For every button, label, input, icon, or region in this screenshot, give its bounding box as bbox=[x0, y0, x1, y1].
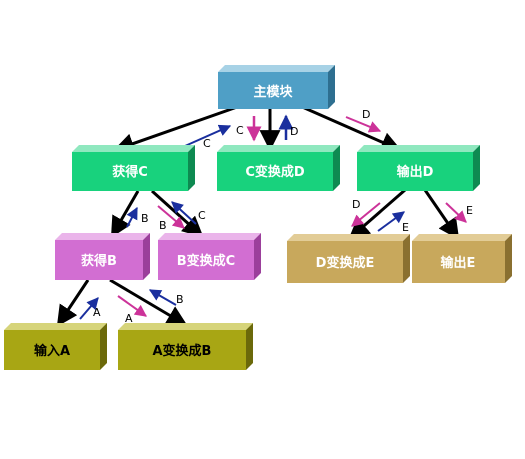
arrow-output-d-to-output-e bbox=[423, 189, 460, 240]
flow-label-getb-atob-up: B bbox=[176, 293, 184, 306]
flow-arrow-b-up-from-a-to-b bbox=[148, 289, 177, 306]
node-b-to-c-label: B变换成C bbox=[177, 253, 235, 269]
flow-labels: C C D D B B C D E E A A B bbox=[93, 108, 473, 325]
node-output-e: 输出E bbox=[412, 234, 512, 283]
flow-label-main-ctod-up: D bbox=[290, 125, 298, 138]
node-b-to-c: B变换成C bbox=[158, 233, 261, 280]
node-input-a-label: 输入A bbox=[34, 343, 70, 359]
flow-label-main-ctod-down: C bbox=[236, 124, 244, 137]
node-d-to-e: D变换成E bbox=[287, 234, 410, 283]
node-output-e-label: 输出E bbox=[441, 255, 476, 271]
node-get-c-label: 获得C bbox=[112, 164, 148, 180]
node-c-to-d: C变换成D bbox=[217, 145, 340, 191]
arrow-output-d-to-d-to-e bbox=[348, 188, 406, 240]
flow-arrow-e-down-to-output-e bbox=[445, 202, 467, 223]
flow-label-getb-inputa: A bbox=[93, 306, 101, 319]
arrow-get-b-to-a-to-b bbox=[109, 278, 188, 327]
node-d-to-e-label: D变换成E bbox=[316, 255, 375, 271]
flow-arrow-c-up-to-get-c bbox=[171, 201, 197, 225]
data-flow-arrows bbox=[79, 114, 467, 320]
flow-label-main-getc: C bbox=[203, 137, 211, 150]
node-get-b: 获得B bbox=[55, 233, 150, 280]
arrow-main-to-get-c bbox=[113, 104, 241, 154]
arrow-get-b-to-input-a bbox=[56, 279, 90, 327]
arrow-main-to-output-d bbox=[299, 104, 402, 152]
flow-label-getc-getb: B bbox=[141, 212, 149, 225]
flow-arrow-d-down-to-d-to-e bbox=[351, 202, 381, 227]
flow-label-outd-oute: E bbox=[466, 204, 473, 217]
flow-arrow-b-down-to-b-to-c bbox=[157, 205, 185, 229]
flow-label-getc-btoc-down: B bbox=[159, 219, 167, 232]
flow-arrow-e-up-to-output-d bbox=[377, 211, 405, 232]
flow-arrow-c-up-to-main bbox=[184, 124, 232, 147]
flow-arrow-a-down-to-a-to-b bbox=[117, 295, 147, 317]
flow-arrow-b-up-to-get-c bbox=[126, 206, 138, 228]
node-main-label: 主模块 bbox=[253, 84, 293, 100]
arrow-get-c-to-get-b bbox=[110, 190, 140, 238]
flow-label-getb-atob-down: A bbox=[125, 312, 133, 325]
node-output-d-label: 输出D bbox=[397, 164, 434, 180]
node-input-a: 输入A bbox=[4, 323, 107, 370]
flow-label-getc-btoc-up: C bbox=[198, 209, 206, 222]
flow-arrow-d-down-to-output-d bbox=[345, 116, 382, 133]
node-a-to-b: A变换成B bbox=[118, 323, 253, 370]
node-get-c: 获得C bbox=[72, 145, 195, 191]
node-a-to-b-label: A变换成B bbox=[153, 343, 212, 359]
flow-arrow-a-up-to-get-b bbox=[79, 297, 99, 320]
node-get-b-label: 获得B bbox=[81, 253, 117, 269]
node-c-to-d-label: C变换成D bbox=[245, 164, 305, 180]
flow-label-outd-dtoe: D bbox=[352, 198, 360, 211]
node-main-module: 主模块 bbox=[218, 65, 335, 109]
module-boxes: 主模块 获得C C变换成D 输出D 获得B bbox=[4, 65, 512, 370]
flow-label-outd-dtoe-up: E bbox=[402, 221, 409, 234]
node-output-d: 输出D bbox=[357, 145, 480, 191]
flow-label-main-outd: D bbox=[362, 108, 370, 121]
